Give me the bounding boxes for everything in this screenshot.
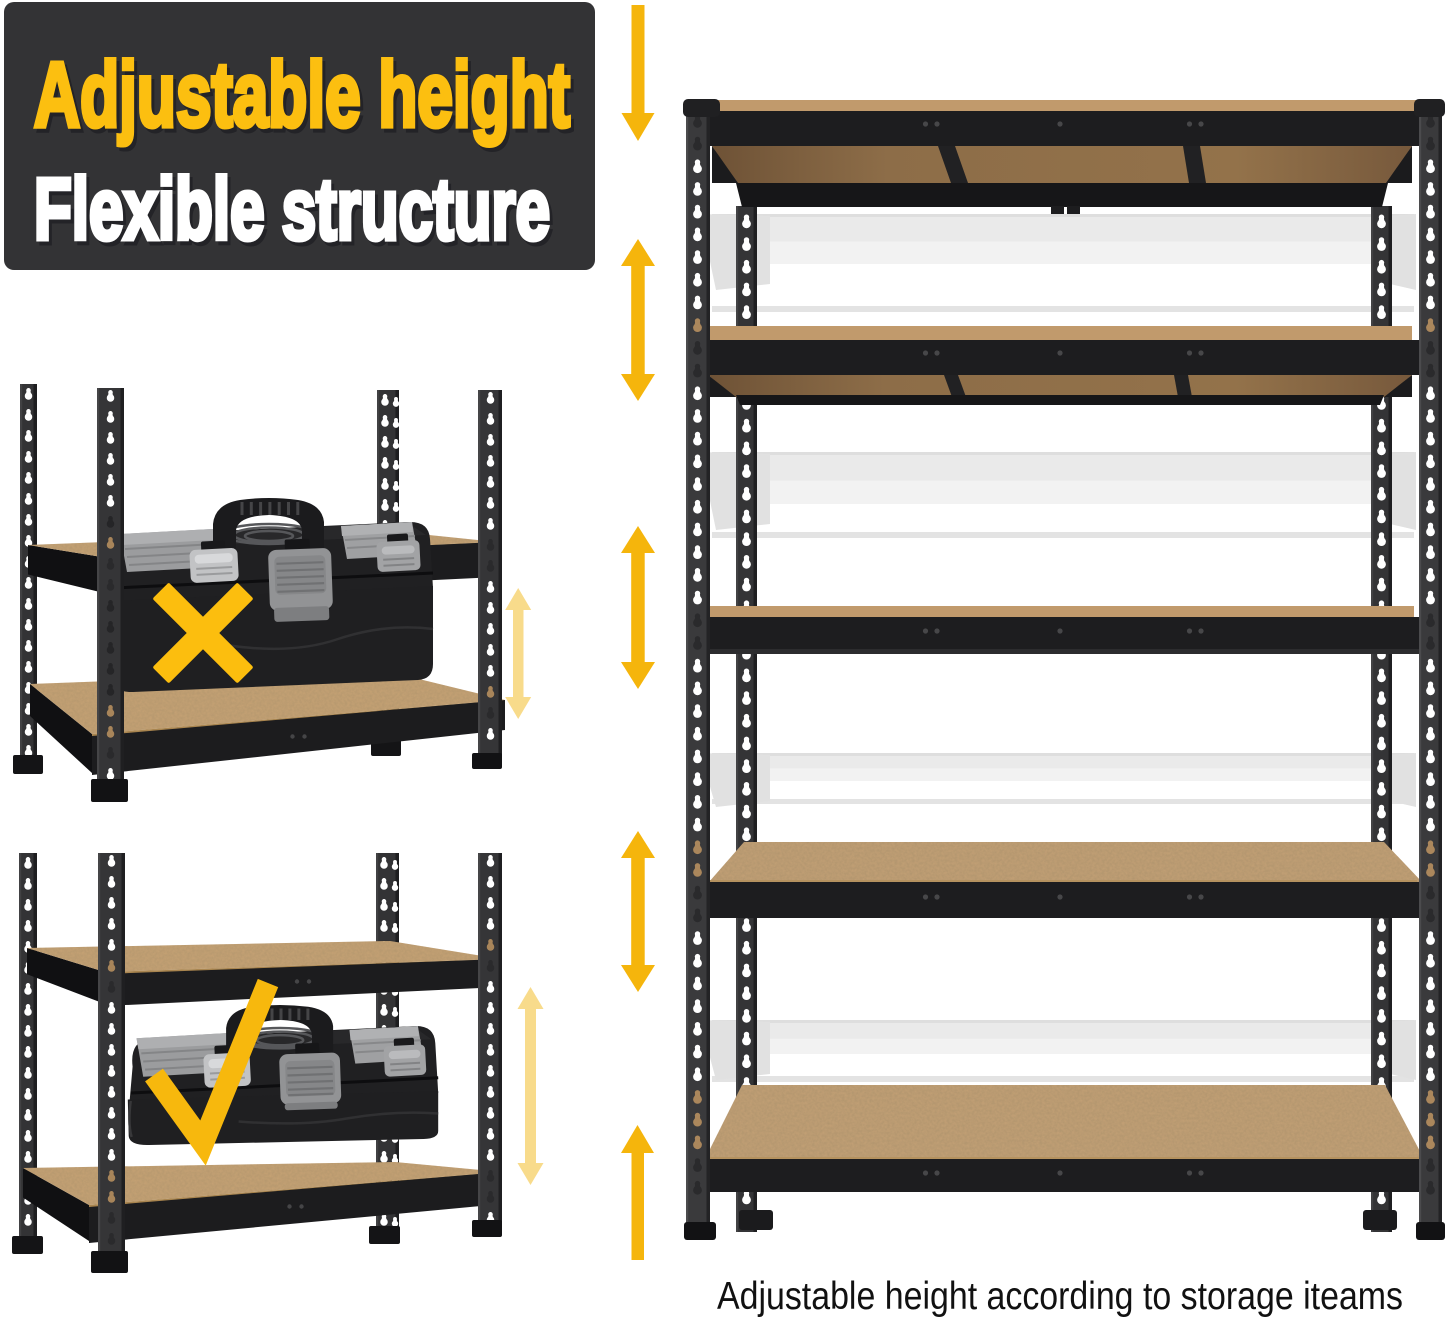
svg-text:Adjustable height: Adjustable height bbox=[37, 48, 573, 150]
svg-text:Flexible structure: Flexible structure bbox=[34, 161, 550, 258]
svg-text:Adjustable height according to: Adjustable height according to storage i… bbox=[717, 1275, 1403, 1317]
svg-text:Adjustable height: Adjustable height bbox=[34, 44, 570, 146]
svg-text:Flexible structure: Flexible structure bbox=[37, 165, 553, 262]
